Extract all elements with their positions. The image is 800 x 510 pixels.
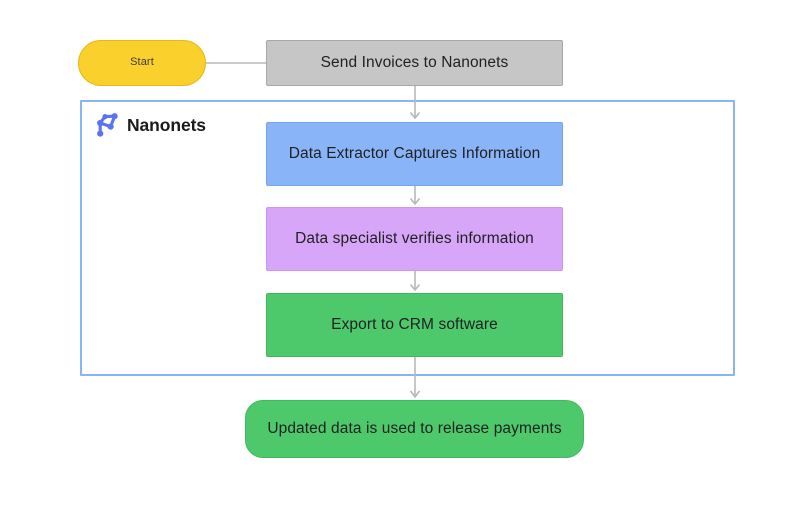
edge-verify-to-export: [409, 271, 421, 292]
node-export-crm[interactable]: Export to CRM software: [266, 293, 563, 357]
node-export-crm-label: Export to CRM software: [331, 316, 498, 334]
group-container-nanonets: [80, 100, 735, 376]
edge-start-to-send: [206, 62, 266, 64]
edge-export-to-final: [409, 357, 421, 399]
node-data-specialist-verify-label: Data specialist verifies information: [295, 230, 534, 248]
node-start-label: Start: [130, 56, 154, 69]
node-data-extractor[interactable]: Data Extractor Captures Information: [266, 122, 563, 186]
node-send-invoices-label: Send Invoices to Nanonets: [320, 54, 509, 72]
nanonets-logo-icon: [96, 112, 120, 138]
group-label-nanonets: Nanonets: [96, 110, 206, 140]
node-release-payments-label: Updated data is used to release payments: [267, 420, 562, 438]
edge-extract-to-verify: [409, 186, 421, 206]
node-data-specialist-verify[interactable]: Data specialist verifies information: [266, 207, 563, 271]
group-title-text: Nanonets: [127, 114, 206, 135]
node-data-extractor-label: Data Extractor Captures Information: [288, 145, 541, 163]
node-start[interactable]: Start: [78, 40, 206, 86]
node-release-payments[interactable]: Updated data is used to release payments: [245, 400, 584, 458]
edge-send-to-extract: [409, 86, 421, 120]
node-send-invoices[interactable]: Send Invoices to Nanonets: [266, 40, 563, 86]
